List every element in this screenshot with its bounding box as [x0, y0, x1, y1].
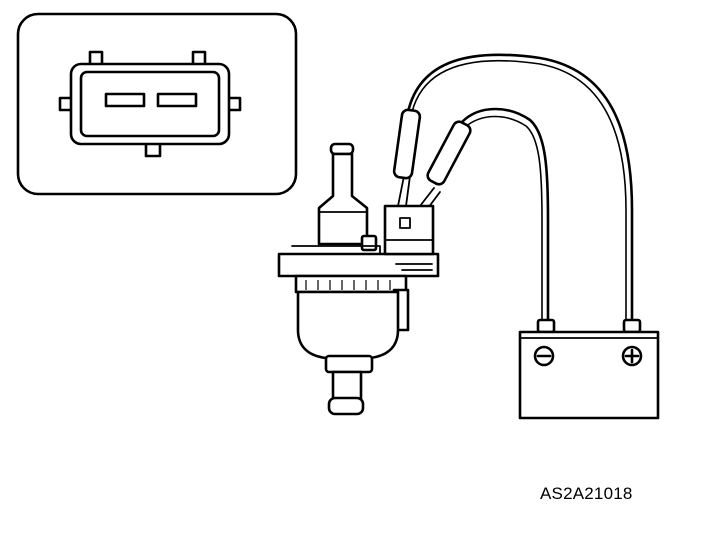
figure-code: AS2A21018 — [540, 484, 633, 503]
battery — [518, 318, 660, 420]
solenoid-valve — [277, 142, 440, 416]
connector-inset — [16, 12, 298, 196]
battery-negative-terminal — [536, 318, 556, 334]
jumper-wires — [406, 53, 634, 324]
battery-positive-terminal — [622, 318, 642, 334]
probe-leads — [392, 108, 472, 209]
minus-circle-icon — [533, 345, 555, 367]
plus-circle-icon — [621, 345, 643, 367]
